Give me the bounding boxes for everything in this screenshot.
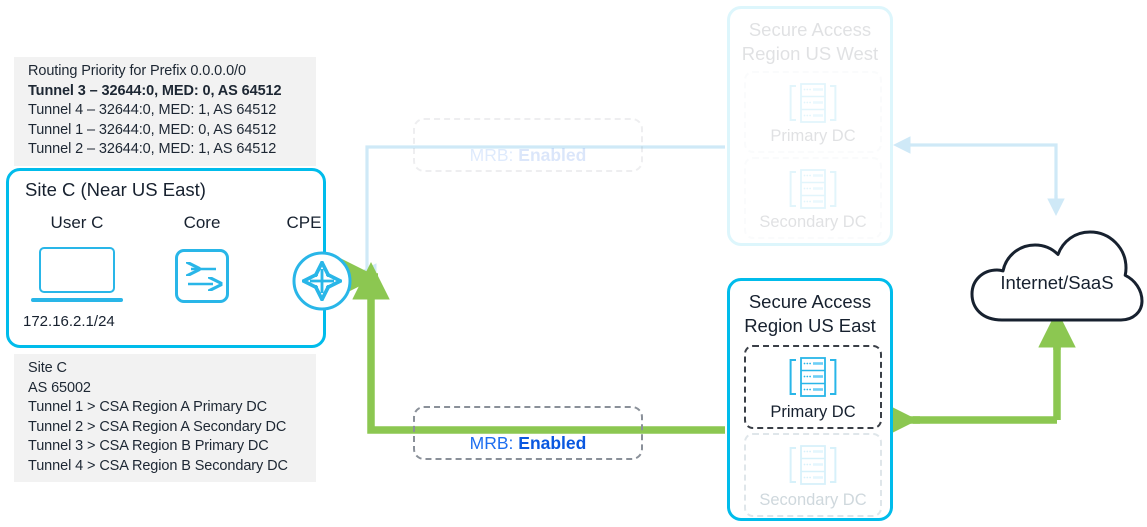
flow-us-west-to-cloud — [893, 136, 1065, 216]
datacenter-primary-us-west: Primary DC — [744, 71, 882, 153]
router-icon — [288, 247, 356, 315]
mrb-key: MRB: — [469, 433, 514, 453]
site-info-line: Tunnel 3 > CSA Region B Primary DC — [28, 438, 269, 454]
cpe-label: CPE — [286, 213, 322, 232]
site-c-container: Site C (Near US East) User C Core CPE 17… — [6, 168, 326, 348]
datacenter-label: Primary DC — [770, 403, 856, 421]
laptop-base — [31, 298, 123, 302]
site-info-line: Tunnel 2 > CSA Region A Secondary DC — [28, 418, 287, 435]
user-c-label: User C — [50, 213, 104, 232]
laptop-icon — [31, 247, 123, 303]
datacenter-primary-us-east: Primary DC — [744, 345, 882, 429]
mrb-value: Enabled — [518, 433, 587, 453]
region-us-east: Secure Access Region US East Pr — [727, 278, 893, 521]
datacenter-secondary-us-east: Secondary DC — [744, 433, 882, 517]
site-info-line: Tunnel 4 > CSA Region B Secondary DC — [28, 457, 288, 474]
server-rack-icon — [789, 167, 837, 216]
server-rack-icon — [789, 443, 837, 492]
region-title-line1: Secure Access — [748, 19, 872, 40]
site-info-line: Tunnel 1 > CSA Region A Primary DC — [28, 399, 268, 415]
datacenter-label: Secondary DC — [759, 213, 867, 231]
mrb-status-label: MRB: Enabled — [415, 433, 641, 454]
mrb-status-label: MRB: Enabled — [415, 145, 641, 166]
datacenter-label: Primary DC — [770, 127, 856, 145]
region-title-line2: Region US West — [741, 43, 879, 64]
cloud-icon — [970, 230, 1144, 322]
region-us-west: Secure Access Region US West Pr — [727, 6, 893, 246]
server-rack-icon — [789, 81, 837, 130]
region-title-line2: Region US East — [744, 315, 876, 336]
site-c-info-panel: Site C AS 65002 Tunnel 1 > CSA Region A … — [14, 354, 316, 482]
internet-saas-label: Internet/SaaS — [1000, 272, 1114, 293]
routing-entry: Tunnel 3 – 32644:0, MED: 0, AS 64512 — [28, 82, 282, 99]
mrb-key: MRB: — [469, 145, 514, 165]
flow-cpe-to-us-east — [340, 258, 725, 434]
site-info-line: AS 65002 — [28, 379, 91, 396]
core-label: Core — [183, 213, 221, 232]
routing-priority-panel: Routing Priority for Prefix 0.0.0.0/0 Tu… — [14, 57, 316, 166]
tunnel-box-us-west: MRB: Enabled — [413, 118, 643, 172]
routing-entry: Tunnel 4 – 32644:0, MED: 1, AS 64512 — [28, 102, 277, 118]
user-c-ip-address: 172.16.2.1/24 — [23, 313, 115, 330]
tunnel-box-us-east: MRB: Enabled — [413, 406, 643, 460]
site-info-line: Site C — [28, 360, 67, 376]
region-title-line1: Secure Access — [748, 291, 872, 312]
switch-icon — [175, 249, 229, 303]
internet-saas-cloud: Internet/SaaS — [968, 228, 1146, 328]
laptop-screen — [39, 247, 115, 293]
datacenter-secondary-us-west: Secondary DC — [744, 157, 882, 239]
server-rack-icon — [789, 355, 837, 404]
site-c-title: Site C (Near US East) — [25, 179, 206, 200]
mrb-value: Enabled — [518, 145, 587, 165]
routing-entry: Tunnel 2 – 32644:0, MED: 1, AS 64512 — [28, 141, 277, 157]
routing-entry: Tunnel 1 – 32644:0, MED: 0, AS 64512 — [28, 121, 277, 138]
flow-cloud-to-us-east — [880, 309, 1076, 439]
routing-priority-heading: Routing Priority for Prefix 0.0.0.0/0 — [28, 63, 246, 79]
datacenter-label: Secondary DC — [759, 491, 867, 509]
